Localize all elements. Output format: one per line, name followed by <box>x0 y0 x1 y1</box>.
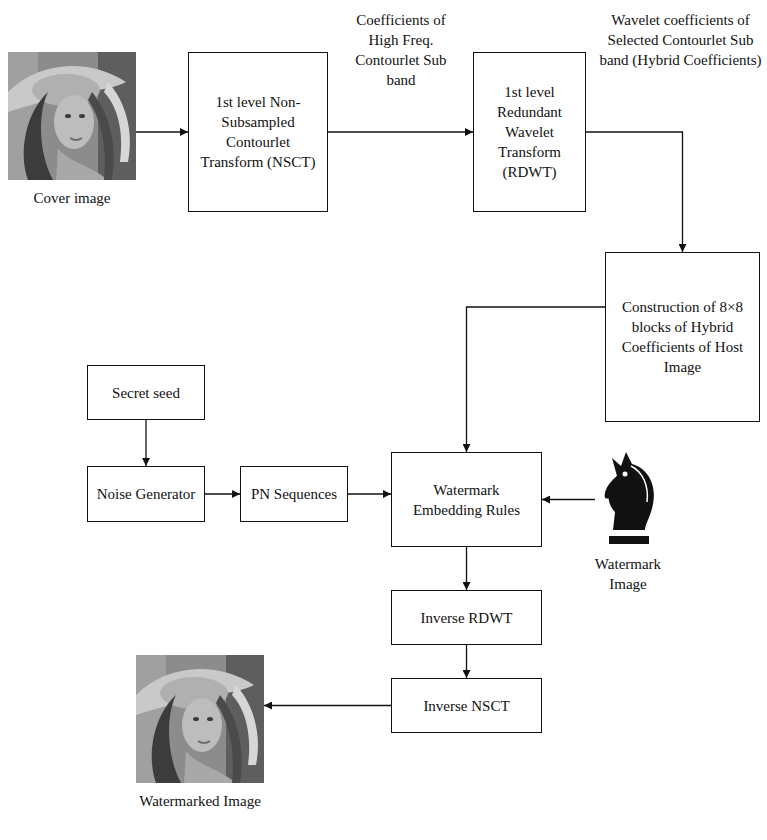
flow-arrow <box>466 645 467 678</box>
cover-image: Cover image <box>8 52 136 180</box>
box-text: PN Sequences <box>251 484 337 504</box>
image-caption: Cover image <box>2 188 142 208</box>
box-text: 1st level Non-Subsampled Contourlet Tran… <box>195 92 321 172</box>
knight-snout <box>605 476 621 499</box>
box-text: Noise Generator <box>97 484 196 504</box>
process-box: Inverse RDWT <box>391 590 542 645</box>
process-box: Watermark Embedding Rules <box>391 452 542 547</box>
box-text: 1st level Redundant Wavelet Transform (R… <box>480 82 579 182</box>
watermark-image: Watermark Image <box>595 442 661 546</box>
process-box: Noise Generator <box>87 466 205 522</box>
flow-arrow <box>136 131 188 132</box>
flow-arrow <box>466 547 467 590</box>
flow-arrow <box>586 132 683 252</box>
flow-arrow <box>145 420 146 466</box>
flow-arrow <box>348 493 391 494</box>
flow-arrow <box>542 499 595 500</box>
box-text: Watermark Embedding Rules <box>398 480 535 520</box>
flow-arrow <box>264 705 391 706</box>
process-box: Inverse NSCT <box>391 678 542 733</box>
process-box: 1st level Redundant Wavelet Transform (R… <box>473 52 586 212</box>
image-caption: Watermarked Image <box>120 791 280 811</box>
edge-label: Coefficients of High Freq. Contourlet Su… <box>345 10 457 90</box>
box-text: Inverse RDWT <box>420 608 512 628</box>
process-box: PN Sequences <box>240 466 348 522</box>
box-text: Secret seed <box>112 383 180 403</box>
box-text: Construction of 8×8 blocks of Hybrid Coe… <box>612 297 753 377</box>
cover-picture <box>8 52 136 180</box>
watermarked-image: Watermarked Image <box>136 655 264 783</box>
knight-eye <box>623 472 628 477</box>
knight-base-bar <box>609 536 649 544</box>
watermarked-picture <box>136 655 264 783</box>
knight-symbol <box>605 452 654 544</box>
flow-arrow <box>328 131 473 132</box>
process-box: 1st level Non-Subsampled Contourlet Tran… <box>188 52 328 212</box>
process-box: Secret seed <box>87 365 205 420</box>
flow-arrow <box>205 493 240 494</box>
box-text: Inverse NSCT <box>423 696 509 716</box>
edge-label: Wavelet coefficients of Selected Contour… <box>598 10 763 70</box>
knight-mane <box>631 466 647 502</box>
image-caption: Watermark Image <box>583 554 673 594</box>
process-box: Construction of 8×8 blocks of Hybrid Coe… <box>605 252 760 422</box>
flow-arrow <box>467 307 606 452</box>
